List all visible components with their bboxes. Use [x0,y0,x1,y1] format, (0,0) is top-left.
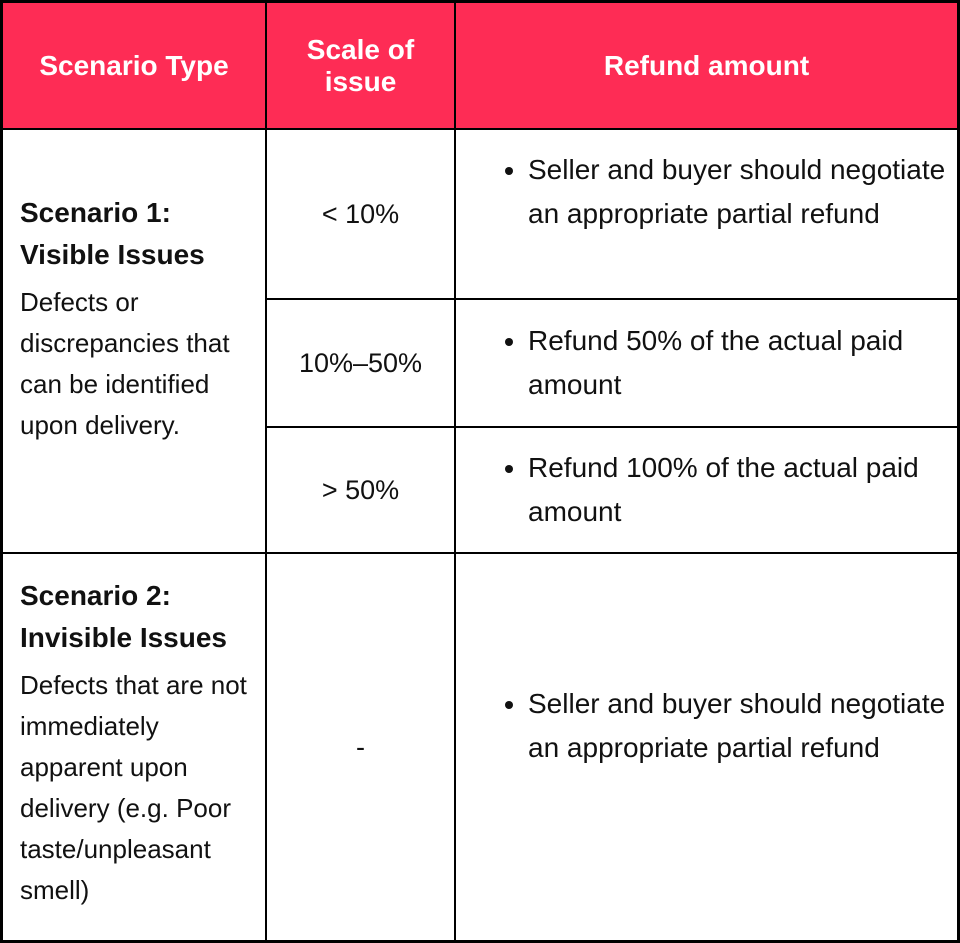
header-scenario-type-label: Scenario Type [39,49,229,81]
scenario1-refund-2: Refund 50% of the actual paid amount [456,319,951,407]
refund-bullet: Seller and buyer should negotiate an app… [528,682,951,770]
header-scale-line1: Scale of [306,33,415,65]
header-scale-label: Scale of issue [307,34,414,98]
scenario2-refund: Seller and buyer should negotiate an app… [456,682,951,770]
scenario1-scale-2: 10%–50% [267,300,454,426]
scenario2-description: Defects that are not immediately apparen… [20,670,247,905]
scenario1-scale-3: > 50% [267,428,454,552]
scenario2-cell: Scenario 2: Invisible Issues Defects tha… [20,575,260,911]
header-divider [3,128,957,130]
refund-bullet: Refund 100% of the actual paid amount [528,446,951,534]
scenario1-refund-1: Seller and buyer should negotiate an app… [456,148,951,236]
scale-value: - [356,731,365,762]
column-divider-2 [454,3,456,940]
scenario2-title-line2: Invisible Issues [20,622,227,653]
row-divider-2 [265,426,957,428]
scenario2-title-line1: Scenario 2: [20,580,171,611]
scenario1-scale-1: < 10% [267,130,454,298]
scenario1-description: Defects or discrepancies that can be ide… [20,287,230,440]
row-divider-1 [265,298,957,300]
scenario2-scale: - [267,554,454,940]
refund-bullet: Refund 50% of the actual paid amount [528,319,951,407]
header-refund-amount: Refund amount [456,3,957,128]
scale-value: > 50% [321,474,400,505]
scale-value: 10%–50% [298,347,423,378]
scenario2-title: Scenario 2: Invisible Issues [20,575,260,659]
scale-value: < 10% [321,198,400,229]
scenario1-title-line2: Visible Issues [20,239,205,270]
header-scale-line2: issue [324,65,397,97]
scenario1-title: Scenario 1: Visible Issues [20,192,260,276]
scenario1-cell: Scenario 1: Visible Issues Defects or di… [20,192,260,446]
column-divider-1 [265,3,267,940]
header-refund-label: Refund amount [603,49,810,81]
scenario1-refund-3: Refund 100% of the actual paid amount [456,446,951,534]
scenario1-title-line1: Scenario 1: [20,197,171,228]
scenario-divider [3,552,957,554]
header-scenario-type: Scenario Type [3,3,265,128]
refund-bullet: Seller and buyer should negotiate an app… [528,148,951,236]
header-scale-of-issue: Scale of issue [267,3,454,128]
